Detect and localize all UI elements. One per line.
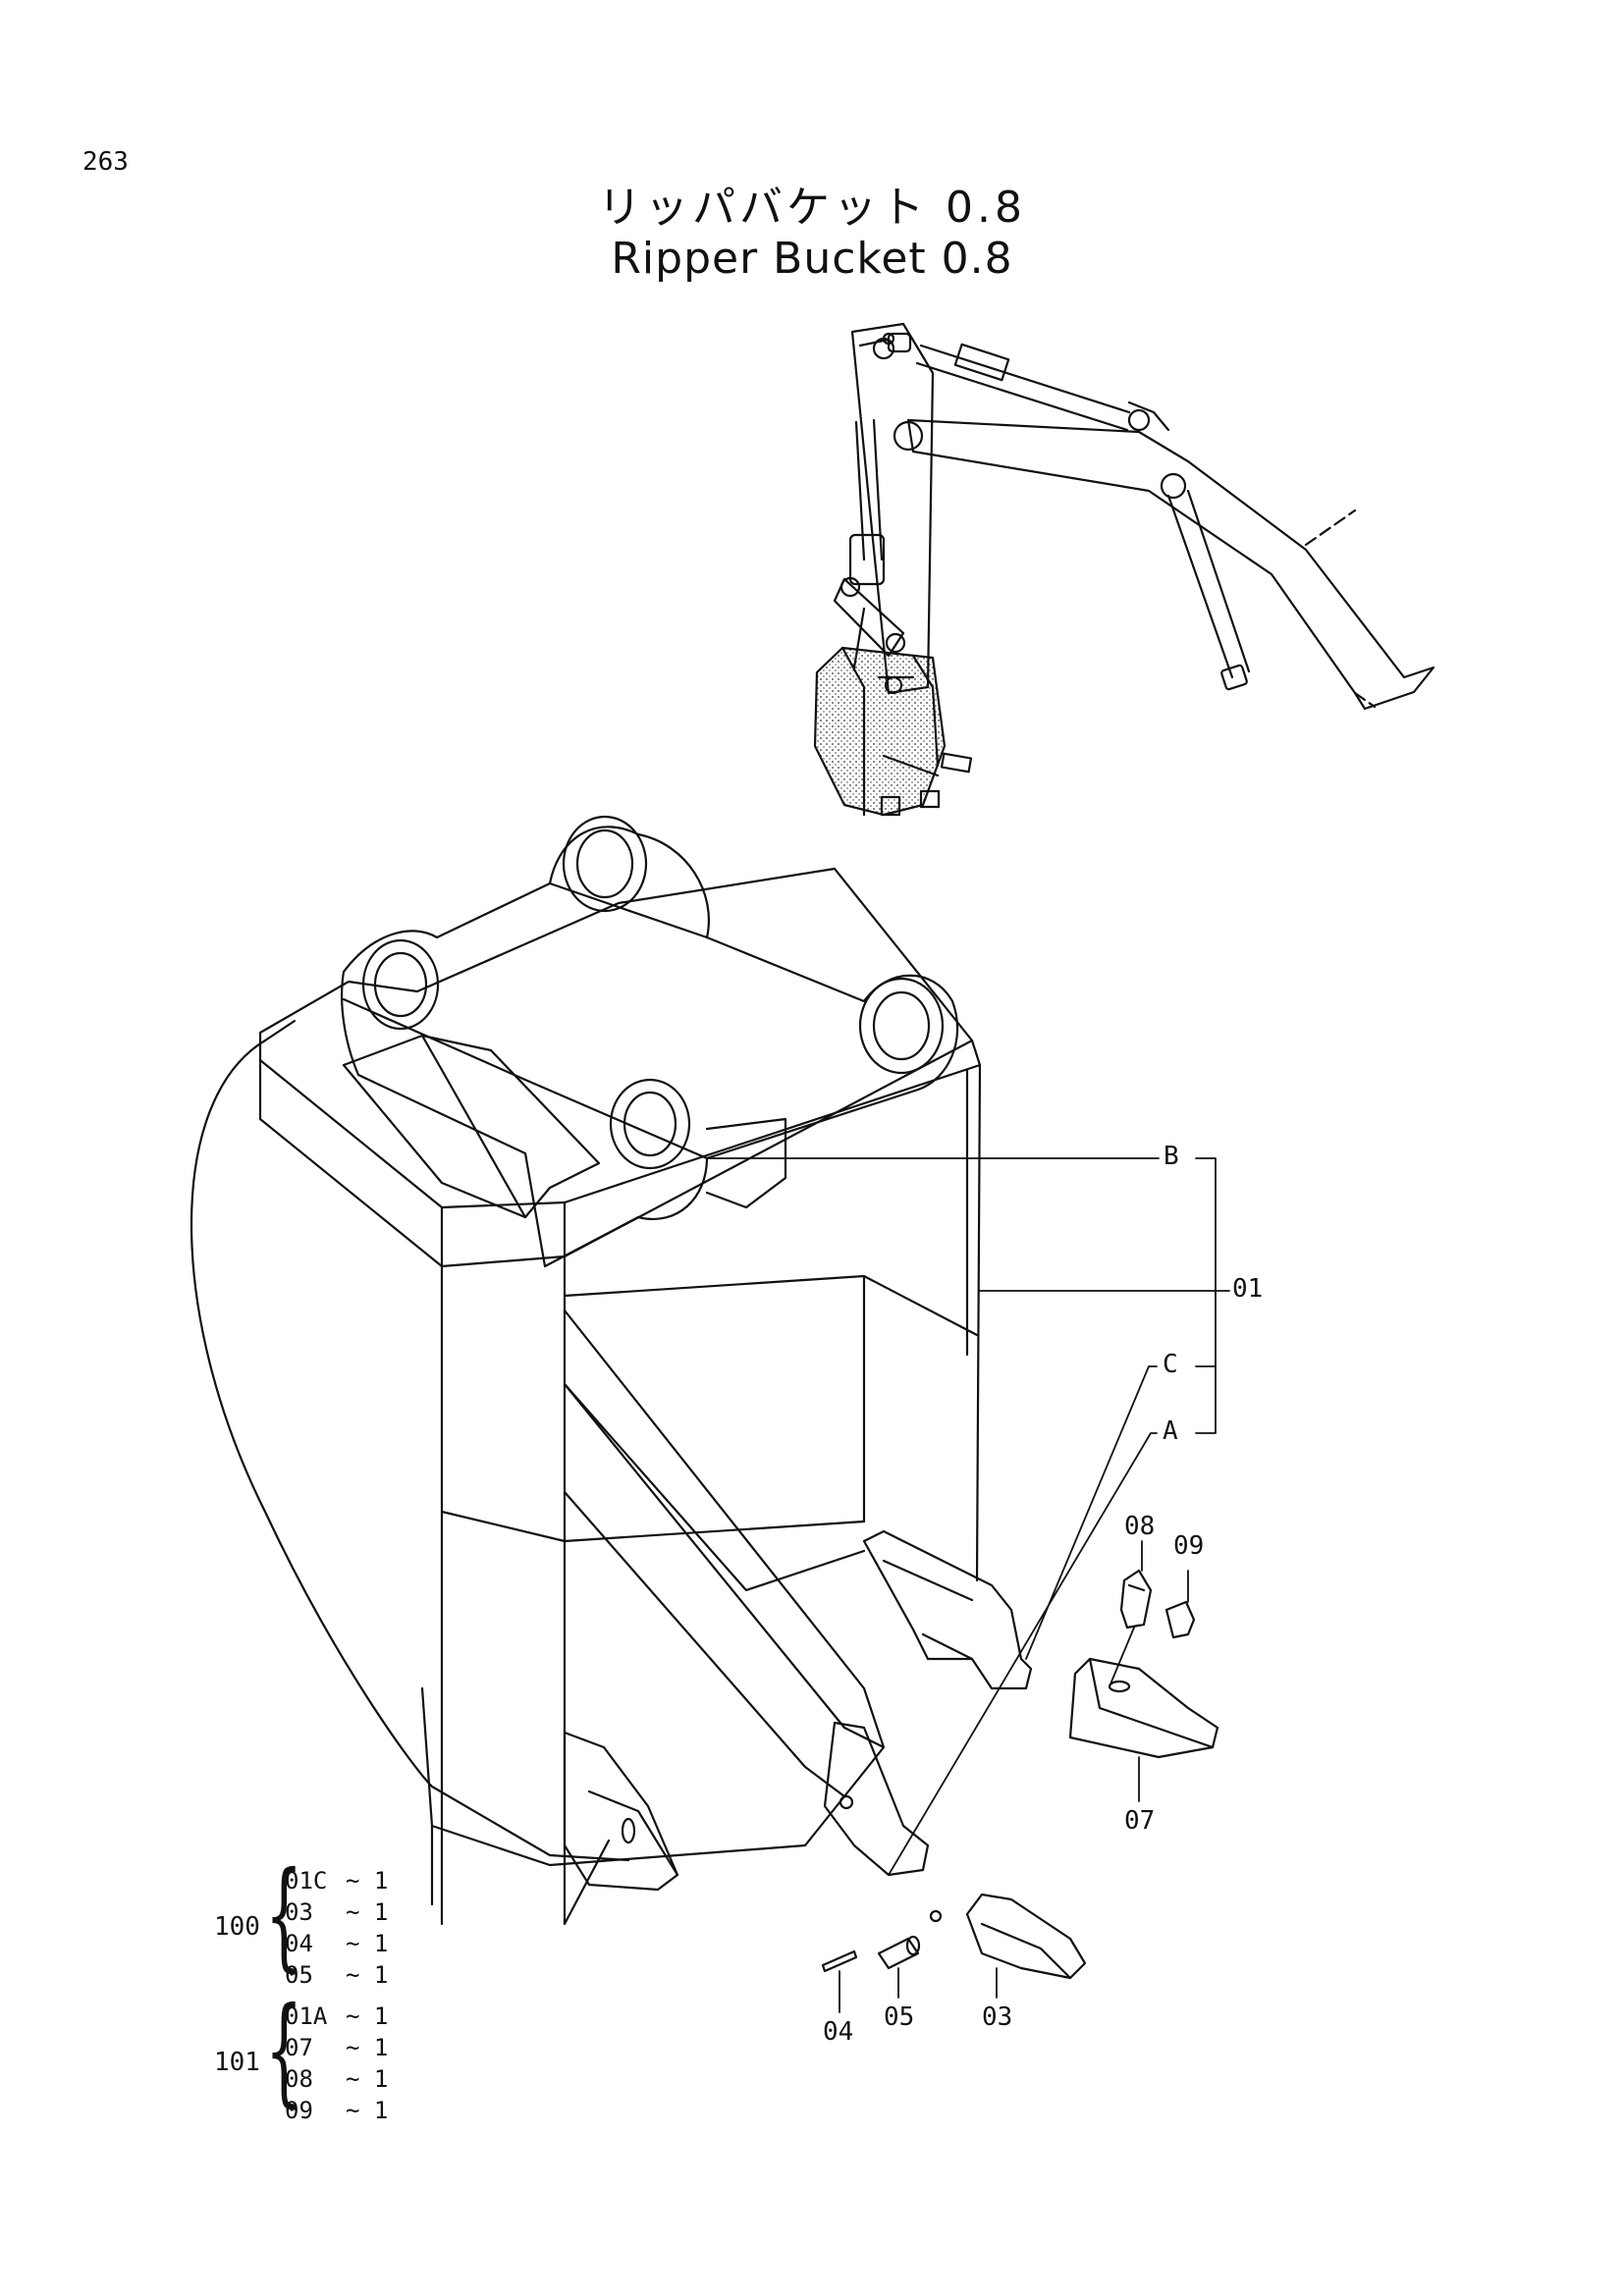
kit-item: 04~ 1 bbox=[285, 1930, 389, 1957]
part-03-ripper-point bbox=[929, 1893, 1087, 1980]
kit-item: 08~ 1 bbox=[285, 2065, 389, 2093]
ripper-bucket-drawing bbox=[189, 815, 1033, 1926]
leader-lines bbox=[706, 1157, 1230, 2013]
left-tooth bbox=[563, 1731, 679, 1892]
part-04-lock-pin bbox=[821, 1949, 858, 1973]
part-09-lock bbox=[1164, 1600, 1196, 1639]
callout-03: 03 bbox=[982, 2002, 1013, 2032]
kit-item: 03~ 1 bbox=[285, 1898, 389, 1926]
callout-c: C bbox=[1163, 1350, 1178, 1379]
kit-brace: { bbox=[265, 1983, 303, 2119]
kit-item: 01C~ 1 bbox=[285, 1867, 389, 1895]
page-number: 263 bbox=[82, 147, 129, 177]
kit-101: 101 { 01A~ 1 07~ 1 08~ 1 09~ 1 bbox=[214, 1993, 410, 2130]
title-english: Ripper Bucket 0.8 bbox=[611, 234, 1013, 284]
kit-100: 100 { 01C~ 1 03~ 1 04~ 1 05~ 1 bbox=[214, 1857, 410, 1995]
hinge-bosses bbox=[361, 815, 945, 1170]
kit-number: 101 bbox=[214, 2048, 260, 2077]
callout-a: A bbox=[1163, 1416, 1178, 1446]
callout-05: 05 bbox=[884, 2002, 915, 2032]
kit-item: 05~ 1 bbox=[285, 1961, 389, 1989]
callout-01: 01 bbox=[1232, 1274, 1264, 1304]
center-tooth-adapter bbox=[823, 1721, 930, 1877]
callout-08: 08 bbox=[1124, 1512, 1156, 1541]
callout-07: 07 bbox=[1124, 1806, 1156, 1836]
callout-b: B bbox=[1164, 1142, 1179, 1171]
part-08-cutter bbox=[1119, 1569, 1153, 1629]
excavator-arm-thumbnail bbox=[813, 322, 1435, 817]
kit-item: 01A~ 1 bbox=[285, 2002, 389, 2030]
kit-item: 09~ 1 bbox=[285, 2097, 389, 2124]
callout-09: 09 bbox=[1173, 1531, 1205, 1561]
part-05-pin bbox=[877, 1935, 921, 1970]
title-japanese: リッパバケット 0.8 bbox=[598, 183, 1026, 233]
callout-04: 04 bbox=[823, 2017, 854, 2047]
part-07-side-tooth bbox=[1068, 1657, 1219, 1759]
right-tooth-adapter bbox=[862, 1529, 1033, 1690]
kit-number: 100 bbox=[214, 1912, 260, 1942]
kit-item: 07~ 1 bbox=[285, 2034, 389, 2061]
kit-brace: { bbox=[265, 1847, 303, 1984]
